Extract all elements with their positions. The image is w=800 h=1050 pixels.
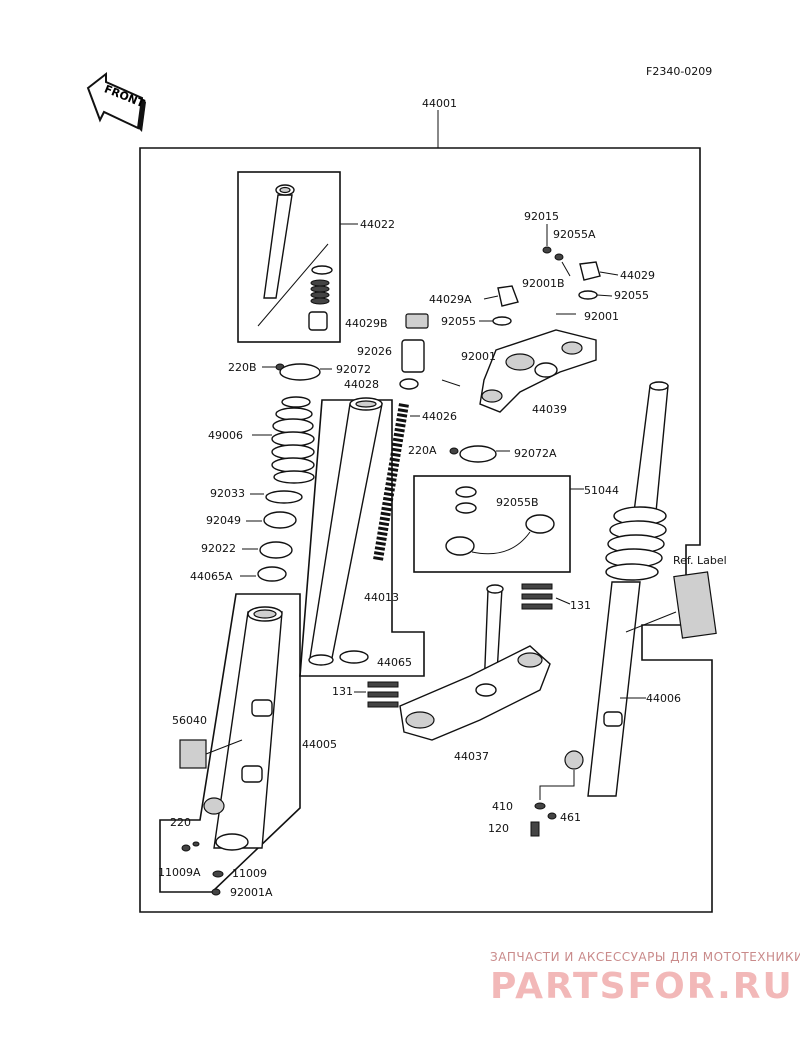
label-92033: 92033 (210, 487, 245, 500)
label-44026: 44026 (422, 410, 457, 423)
fork-boot (271, 396, 315, 484)
label-92055A: 92055A (553, 228, 596, 241)
label-44037: 44037 (454, 750, 489, 763)
clamp-bolts-lower (367, 681, 399, 708)
label-131-a: 131 (570, 599, 591, 612)
label-44029: 44029 (620, 269, 655, 282)
label-410: 410 (492, 800, 513, 813)
label-44006: 44006 (646, 692, 681, 705)
label-44005: 44005 (302, 738, 337, 751)
label-44039: 44039 (532, 403, 567, 416)
label-461: 461 (560, 811, 581, 824)
label-44022: 44022 (360, 218, 395, 231)
label-92001B: 92001B (522, 277, 565, 290)
label-92072: 92072 (336, 363, 371, 376)
label-44028: 44028 (344, 378, 379, 391)
label-92022: 92022 (201, 542, 236, 555)
label-92072A: 92072A (514, 447, 557, 460)
fork-spring (373, 403, 409, 561)
label-51044: 51044 (584, 484, 619, 497)
clamp-bolts-upper (521, 583, 553, 610)
label-44001: 44001 (422, 97, 457, 110)
watermark-tagline: ЗАПЧАСТИ И АКСЕССУАРЫ ДЛЯ МОТОТЕХНИКИ (490, 950, 800, 964)
ref-label-caption: Ref. Label (673, 554, 727, 567)
label-92055-a: 92055 (614, 289, 649, 302)
label-44029B: 44029B (345, 317, 388, 330)
inner-frame-44022 (237, 171, 341, 343)
label-220B: 220B (228, 361, 257, 374)
lower-bracket (399, 584, 551, 741)
spring-seat-pipe (263, 184, 295, 299)
label-92015: 92015 (524, 210, 559, 223)
label-92049: 92049 (206, 514, 241, 527)
label-56040: 56040 (172, 714, 207, 727)
label-92055-b: 92055 (441, 315, 476, 328)
assembly-frame (139, 147, 713, 913)
inner-tube (308, 397, 383, 666)
outer-tube (203, 606, 283, 851)
fork-leg-assembled (564, 381, 669, 797)
label-220A: 220A (408, 444, 437, 457)
diagram-code: F2340-0209 (646, 65, 712, 78)
label-44029A: 44029A (429, 293, 472, 306)
label-92026: 92026 (357, 345, 392, 358)
label-44065A: 44065A (190, 570, 233, 583)
watermark-brand: PARTSFOR.RU (490, 966, 794, 1007)
ref-label-icon (673, 571, 717, 639)
label-11009A: 11009A (158, 866, 201, 879)
label-120: 120 (488, 822, 509, 835)
label-131-b: 131 (332, 685, 353, 698)
front-arrow-icon: FRONT (86, 71, 147, 132)
label-92001A: 92001A (230, 886, 273, 899)
label-11009: 11009 (232, 867, 267, 880)
upper-bracket (479, 329, 597, 413)
label-92001-a: 92001 (584, 310, 619, 323)
label-44013: 44013 (364, 591, 399, 604)
warning-label-icon (179, 739, 207, 769)
label-44065: 44065 (377, 656, 412, 669)
inner-frame-51044 (413, 475, 571, 573)
rebound-spring (310, 279, 330, 305)
label-92001-b: 92001 (461, 350, 496, 363)
label-220: 220 (170, 816, 191, 829)
label-92055B: 92055B (496, 496, 539, 509)
label-49006: 49006 (208, 429, 243, 442)
